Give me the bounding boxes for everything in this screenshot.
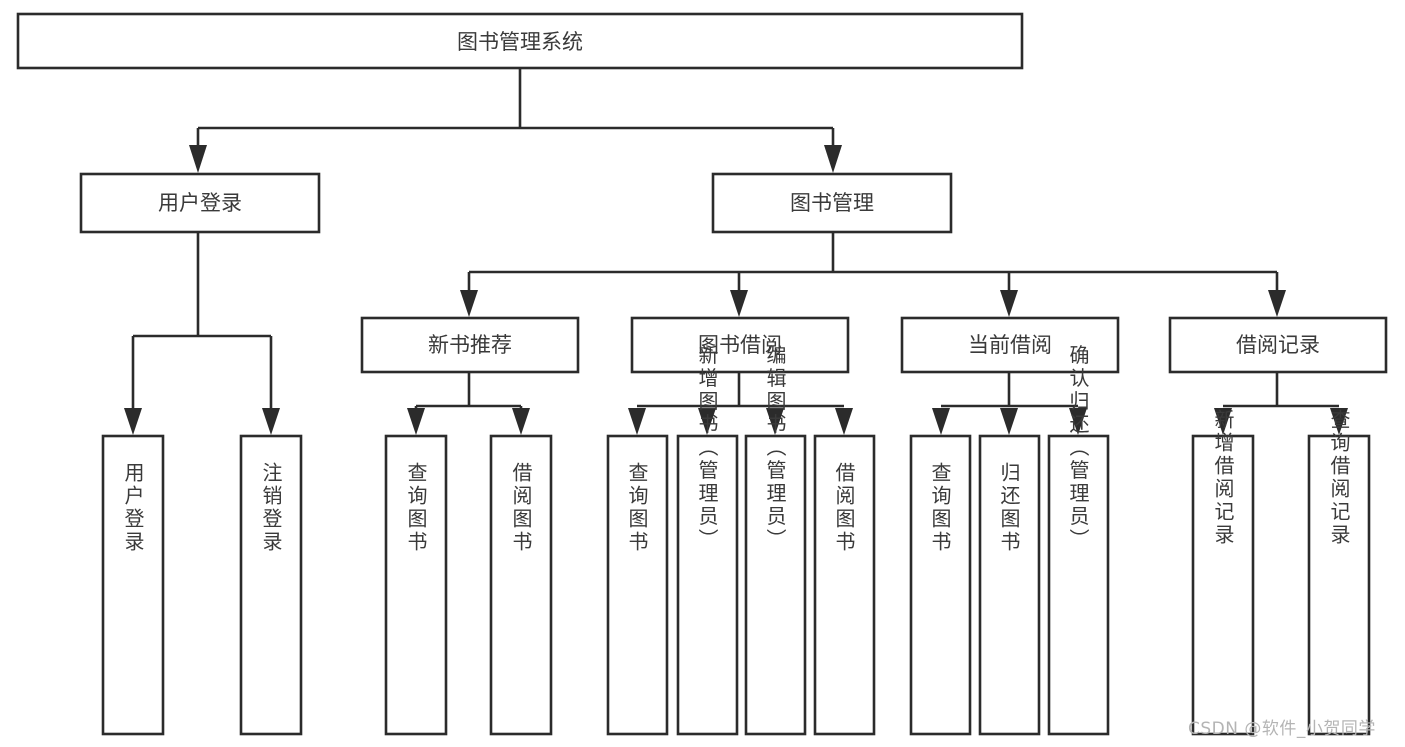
leaf-borrow-book-2-label: 借阅图书 — [832, 462, 856, 554]
node-borrow-records[interactable]: 借阅记录 — [1168, 316, 1388, 374]
node-new-book-recommend-box[interactable] — [360, 316, 580, 374]
arrow-head-leaf-query-book-3 — [932, 408, 950, 435]
leaf-node-logout[interactable]: 注销登录 — [239, 434, 303, 736]
leaf-confirm-return-box[interactable] — [1047, 434, 1110, 736]
node-root[interactable]: 图书管理系统 — [16, 12, 1024, 70]
node-book-management[interactable]: 图书管理 — [711, 172, 953, 234]
arrow-head-book-management — [824, 145, 842, 173]
leaf-node-edit-book[interactable]: 编辑图书（管理员） — [744, 344, 807, 736]
node-current-borrow-box[interactable] — [900, 316, 1120, 374]
leaf-return-book-box[interactable] — [978, 434, 1041, 736]
leaf-node-query-book-2[interactable]: 查询图书 — [606, 434, 669, 736]
leaf-query-book-2-box[interactable] — [606, 434, 669, 736]
leaf-add-record-label: 新增借阅记录 — [1211, 409, 1235, 547]
arrow-head-leaf-user-login — [124, 408, 142, 435]
node-borrow-records-label: 借阅记录 — [1236, 333, 1320, 357]
leaf-borrow-book-1-box[interactable] — [489, 434, 553, 736]
node-root-label: 图书管理系统 — [457, 30, 583, 54]
arrow-head-new-book-recommend — [460, 290, 478, 317]
leaf-add-book-box[interactable] — [676, 434, 739, 736]
leaf-query-book-3-box[interactable] — [909, 434, 972, 736]
leaf-node-query-book-3[interactable]: 查询图书 — [909, 434, 972, 736]
node-new-book-recommend[interactable]: 新书推荐 — [360, 316, 580, 374]
leaf-query-book-1-label: 查询图书 — [404, 462, 428, 554]
leaf-node-query-book-1[interactable]: 查询图书 — [384, 434, 448, 736]
csdn-watermark: CSDN @软件_小贺同学 — [1188, 719, 1376, 739]
leaf-query-book-1-box[interactable] — [384, 434, 448, 736]
leaf-user-login-box[interactable] — [101, 434, 165, 736]
arrow-head-leaf-return-book — [1000, 408, 1018, 435]
node-current-borrow[interactable]: 当前借阅 — [900, 316, 1120, 374]
node-book-borrow-box[interactable] — [630, 316, 850, 374]
leaf-query-record-label: 查询借阅记录 — [1327, 409, 1351, 547]
arrow-head-leaf-borrow-book-2 — [835, 408, 853, 435]
node-user-login-label: 用户登录 — [158, 191, 242, 215]
leaf-query-record-box[interactable] — [1307, 434, 1371, 736]
node-book-borrow[interactable]: 图书借阅 — [630, 316, 850, 374]
leaf-query-book-2-label: 查询图书 — [625, 462, 649, 554]
leaf-node-return-book[interactable]: 归还图书 — [978, 434, 1041, 736]
node-new-book-recommend-label: 新书推荐 — [428, 333, 512, 357]
node-current-borrow-label: 当前借阅 — [968, 333, 1052, 357]
arrow-head-leaf-borrow-book-1 — [512, 408, 530, 435]
arrow-head-leaf-confirm-return — [1069, 408, 1087, 435]
leaf-logout-label: 注销登录 — [259, 462, 283, 554]
arrow-head-leaf-query-book-1 — [407, 408, 425, 435]
leaf-node-confirm-return[interactable]: 确认归还（管理员） — [1047, 344, 1110, 736]
connectors-layer — [124, 68, 1348, 435]
node-book-management-label: 图书管理 — [790, 191, 874, 215]
arrow-head-borrow-records — [1268, 290, 1286, 317]
node-user-login-box[interactable] — [79, 172, 321, 234]
leaf-return-book-label: 归还图书 — [997, 462, 1021, 554]
arrow-head-leaf-query-record — [1330, 408, 1348, 435]
leaf-add-book-label: 新增图书（管理员） — [695, 344, 719, 551]
leaf-edit-book-label: 编辑图书（管理员） — [763, 344, 787, 551]
node-borrow-records-box[interactable] — [1168, 316, 1388, 374]
arrow-head-leaf-edit-book — [766, 408, 784, 435]
leaf-user-login-label: 用户登录 — [121, 462, 145, 554]
leaf-node-borrow-book-1[interactable]: 借阅图书 — [489, 434, 553, 736]
leaf-edit-book-box[interactable] — [744, 434, 807, 736]
leaf-node-add-book[interactable]: 新增图书（管理员） — [676, 344, 739, 736]
leaf-add-record-box[interactable] — [1191, 434, 1255, 736]
leaf-node-borrow-book-2[interactable]: 借阅图书 — [813, 434, 876, 736]
node-book-borrow-label: 图书借阅 — [698, 333, 782, 357]
node-root-box[interactable] — [16, 12, 1024, 70]
leaf-borrow-book-2-box[interactable] — [813, 434, 876, 736]
leaf-query-book-3-label: 查询图书 — [928, 462, 952, 554]
leaf-confirm-return-label: 确认归还（管理员） — [1066, 344, 1090, 551]
arrow-head-book-borrow — [730, 290, 748, 317]
arrow-head-leaf-logout — [262, 408, 280, 435]
leaf-borrow-book-1-label: 借阅图书 — [509, 462, 533, 554]
arrow-head-leaf-query-book-2 — [628, 408, 646, 435]
arrow-head-user-login — [189, 145, 207, 173]
node-user-login[interactable]: 用户登录 — [79, 172, 321, 234]
leaf-logout-box[interactable] — [239, 434, 303, 736]
arrow-head-leaf-add-record — [1214, 408, 1232, 435]
leaf-node-add-record[interactable]: 新增借阅记录 — [1191, 409, 1255, 736]
leaf-node-query-record[interactable]: 查询借阅记录 — [1307, 409, 1371, 736]
arrow-head-leaf-add-book — [698, 408, 716, 435]
arrow-head-current-borrow — [1000, 290, 1018, 317]
leaf-node-user-login[interactable]: 用户登录 — [101, 434, 165, 736]
node-book-management-box[interactable] — [711, 172, 953, 234]
